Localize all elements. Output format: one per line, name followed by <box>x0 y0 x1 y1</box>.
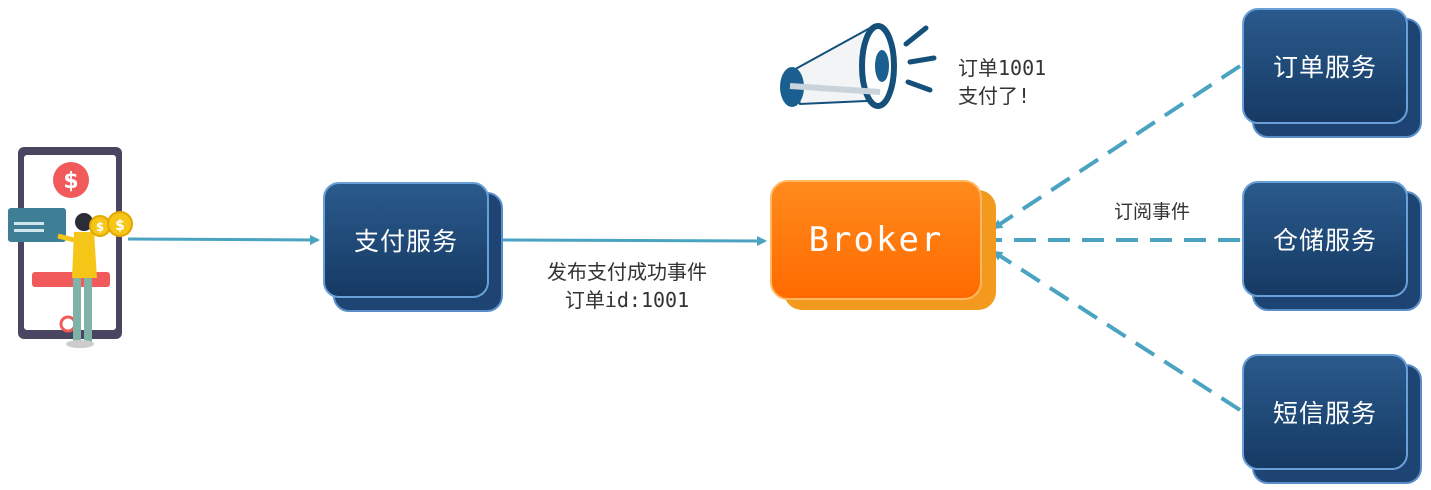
subscribe-event-label: 订阅事件 <box>1114 201 1191 223</box>
announcement-label: 订单1001 支付了! <box>958 54 1046 110</box>
megaphone-icon <box>780 23 937 109</box>
broker-label: Broker <box>770 180 982 300</box>
svg-text:$: $ <box>96 220 104 234</box>
sms-service-label: 短信服务 <box>1242 354 1408 470</box>
payment-to-broker-arrow <box>491 235 767 246</box>
publish-event-line1: 发布支付成功事件 <box>547 260 707 284</box>
publish-event-line2: 订单id:1001 <box>564 288 690 312</box>
storage-service-label: 仓储服务 <box>1242 181 1408 297</box>
order-service-label: 订单服务 <box>1242 8 1408 124</box>
publish-event-label: 发布支付成功事件 订单id:1001 <box>532 258 722 314</box>
announcement-line1: 订单1001 <box>958 56 1047 80</box>
phone-to-payment-arrow <box>127 234 320 245</box>
svg-text:$: $ <box>115 218 125 234</box>
phone-payment-illustration: $ $ $ <box>8 147 133 348</box>
sms-service-subscribe-arrow <box>992 250 1242 412</box>
announcement-line2: 支付了! <box>958 84 1031 108</box>
svg-text:$: $ <box>63 169 78 194</box>
order-service-subscribe-arrow <box>992 64 1242 230</box>
payment-service-label: 支付服务 <box>323 182 489 298</box>
